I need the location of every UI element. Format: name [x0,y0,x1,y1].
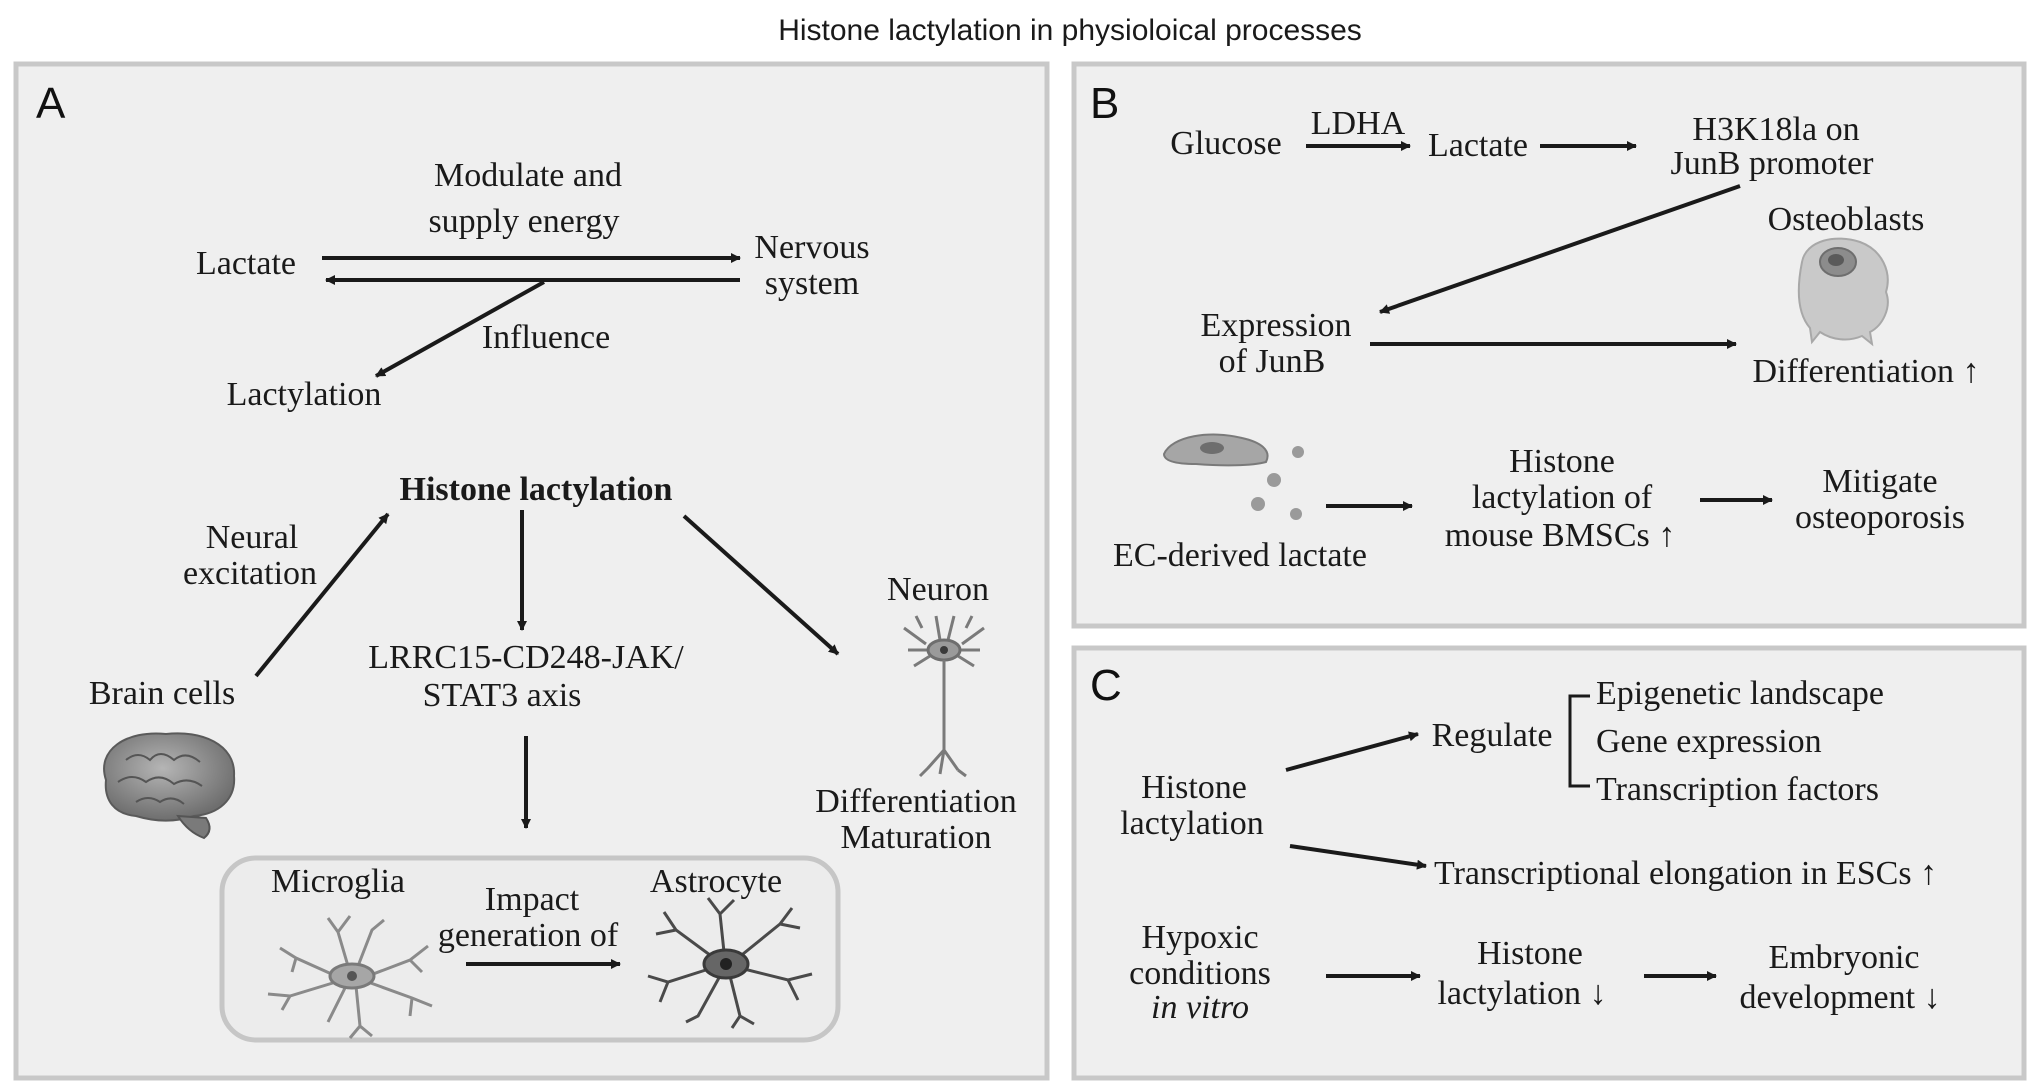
lactylation-label: Lactylation [227,376,382,413]
hypoxic-label-1: Hypoxic [1141,919,1258,956]
transcription-factors-label: Transcription factors [1596,771,1879,808]
h3k18la-label-1: H3K18la on [1692,111,1859,148]
axis-label-2: STAT3 axis [423,677,582,714]
neural-excitation-label-1: Neural [206,519,299,556]
osteoblasts-label: Osteoblasts [1768,201,1925,238]
differentiation-label: Differentiation [815,783,1016,820]
arrow-h3k18la-to-junb [1379,184,1741,314]
mitigate-label-2: osteoporosis [1795,499,1965,536]
regulate-bracket [1568,694,1590,788]
histone-bmsc-label-2: lactylation of [1472,479,1653,516]
maturation-label: Maturation [840,819,991,856]
gene-expression-label: Gene expression [1596,723,1822,760]
panel-c-letter: C [1090,661,1122,710]
h3k18la-label-2: JunB promoter [1670,145,1874,182]
microglia-icon [267,915,433,1039]
regulate-label: Regulate [1432,717,1553,754]
astrocyte-icon [647,897,813,1029]
lactate-label: Lactate [196,245,296,282]
neuron-label: Neuron [887,571,989,608]
histone-down-label-2: lactylation ↓ [1437,975,1606,1012]
ec-lactate-label: EC-derived lactate [1113,537,1367,574]
impact-label-2: generation of [438,917,619,954]
modulate-label-1: Modulate and [434,157,622,194]
glia-box [219,855,841,1043]
histone-bmsc-label-1: Histone [1509,443,1615,480]
histone-c-label-1: Histone [1141,769,1247,806]
arrow-histone-to-regulate [1285,731,1419,772]
nervous-system-label-2: system [765,265,859,302]
arrow-histone-to-neuron [682,514,840,656]
brain-icon [103,732,236,840]
neural-excitation-label-2: excitation [183,555,317,592]
brain-cells-label: Brain cells [89,675,235,712]
mitigate-label-1: Mitigate [1822,463,1937,500]
hypoxic-label-3: in vitro [1151,989,1249,1026]
ldha-label: LDHA [1311,105,1406,142]
epigenetic-label: Epigenetic landscape [1596,675,1884,712]
histone-down-label-1: Histone [1477,935,1583,972]
elongation-label: Transcriptional elongation in ESCs ↑ [1434,855,1937,892]
panel-c: C Histone lactylation Regulate Epigeneti… [1071,645,2027,1081]
embryonic-label-1: Embryonic [1768,939,1919,976]
glucose-label: Glucose [1170,125,1281,162]
arrow-histone-to-elongation [1289,844,1427,870]
expression-junb-label-1: Expression [1200,307,1351,344]
influence-label: Influence [482,319,610,356]
hypoxic-label-2: conditions [1129,955,1271,992]
endothelial-cell-icon [1162,433,1304,520]
arrow-influence-to-lactylation [375,280,545,378]
expression-junb-label-2: of JunB [1219,343,1326,380]
impact-label-1: Impact [485,881,580,918]
panel-a-letter: A [36,79,66,128]
neuron-icon [903,615,985,778]
nervous-system-label-1: Nervous [754,229,869,266]
panel-a: A Lactate Modulate and supply energy Ner… [13,61,1050,1081]
axis-label-1: LRRC15-CD248-JAK/ [368,639,684,676]
figure-title: Histone lactylation in physioloical proc… [778,14,1362,47]
microglia-label: Microglia [271,863,405,900]
panel-b-letter: B [1090,79,1119,128]
histone-bmsc-label-3: mouse BMSCs ↑ [1445,517,1676,554]
embryonic-label-2: development ↓ [1739,979,1940,1016]
osteoblast-icon [1797,237,1889,347]
lactate-b-label: Lactate [1428,127,1528,164]
astrocyte-label: Astrocyte [650,863,782,900]
differentiation-b-label: Differentiation ↑ [1753,353,1980,390]
panel-b: B Glucose LDHA Lactate H3K18la on JunB p… [1071,61,2027,629]
histone-c-label-2: lactylation [1120,805,1264,842]
arrow-brain-to-histone [254,512,390,678]
modulate-label-2: supply energy [428,203,619,240]
histone-lactylation-heading: Histone lactylation [400,471,673,508]
